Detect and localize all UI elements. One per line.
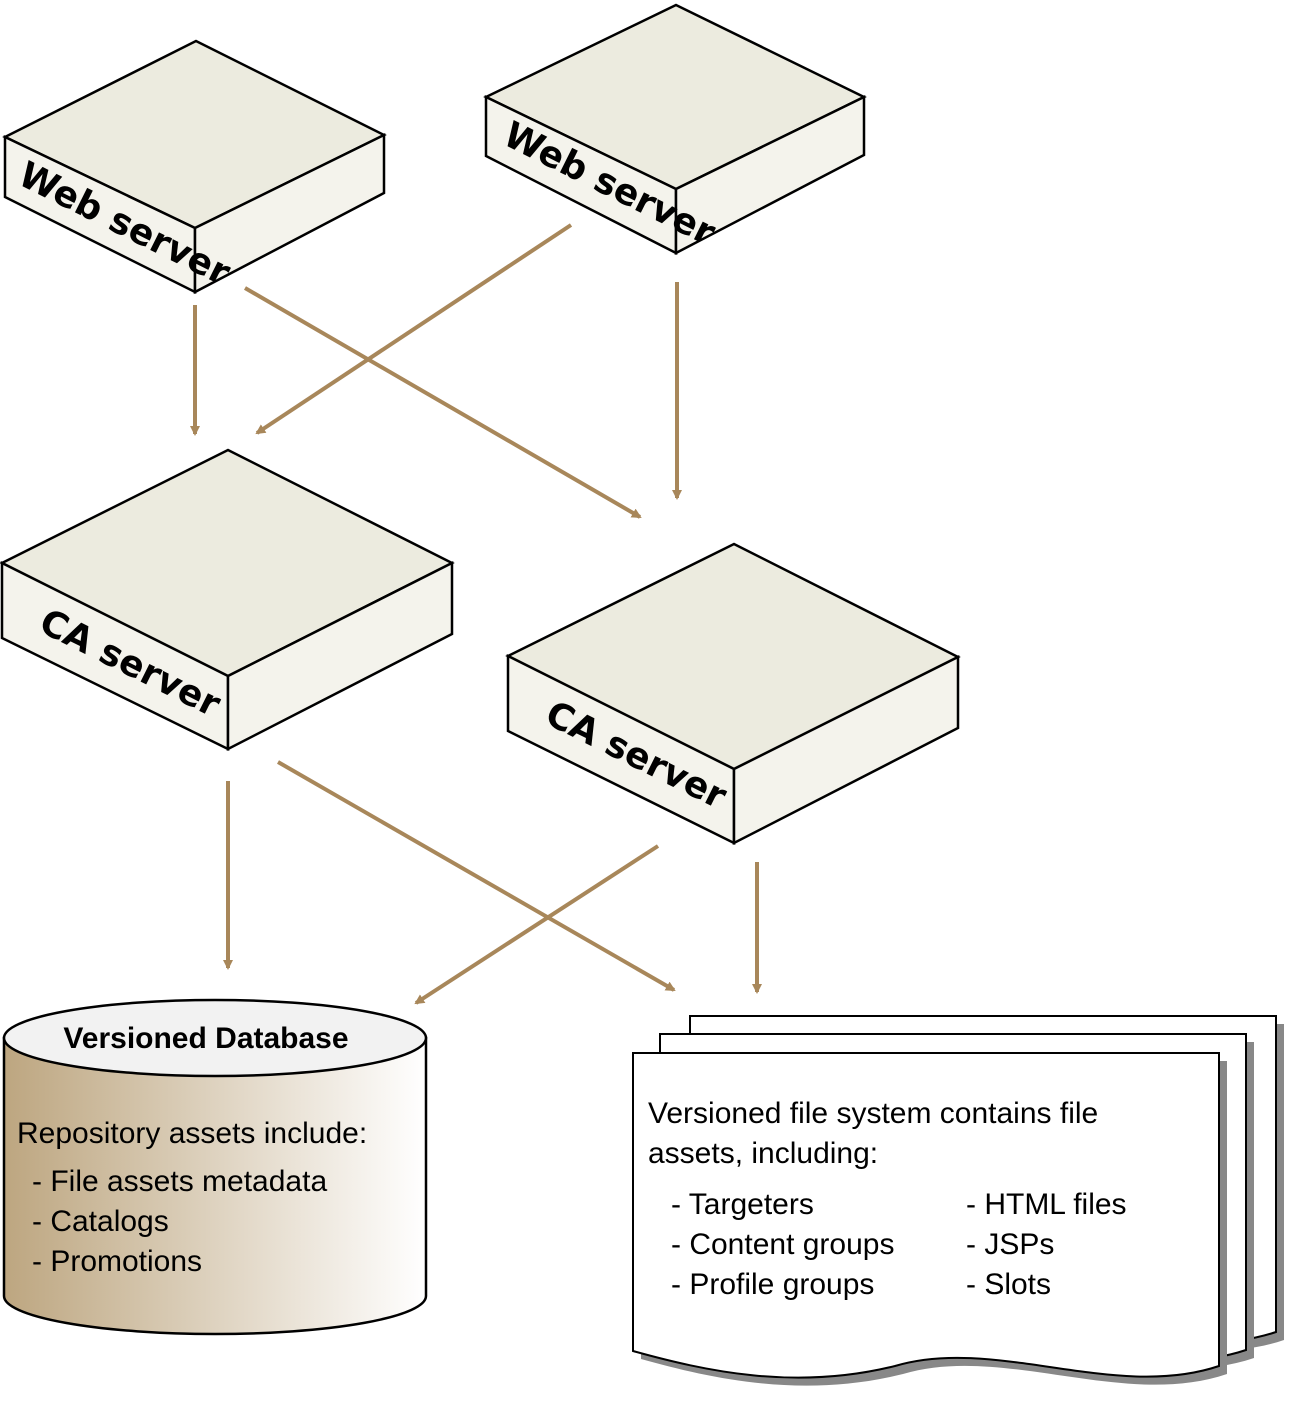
arrow-web-left-to-ca-right (243, 286, 642, 519)
database-title: Versioned Database (63, 1022, 348, 1055)
database-item-1: - File assets metadata (32, 1165, 327, 1198)
arrows (190, 223, 762, 1005)
database-heading: Repository assets include: (17, 1117, 367, 1150)
database-item-2: - Catalogs (32, 1205, 169, 1238)
database-item-3: - Promotions (32, 1245, 202, 1278)
versioned-database: Versioned Database Repository assets inc… (2, 998, 428, 1336)
web-server-right: Web server (483, 3, 867, 256)
ca-server-right: CA server (505, 542, 961, 846)
web-server-left: Web server (2, 39, 387, 295)
file-system-col2-item-2: - JSPs (966, 1228, 1054, 1261)
versioned-file-system: Versioned file system contains file asse… (632, 1015, 1284, 1386)
file-system-col1-item-1: - Targeters (671, 1188, 814, 1221)
file-system-col1-item-2: - Content groups (671, 1228, 894, 1261)
file-system-col2-item-3: - Slots (966, 1268, 1051, 1301)
file-system-line-2: assets, including: (648, 1137, 878, 1170)
arrow-ca-left-to-files (277, 760, 676, 992)
document-page-front (632, 1052, 1227, 1386)
file-system-col2-item-1: - HTML files (966, 1188, 1127, 1221)
file-system-col1-item-3: - Profile groups (671, 1268, 874, 1301)
file-system-line-1: Versioned file system contains file (648, 1097, 1098, 1130)
ca-server-left: CA server (0, 448, 455, 752)
arrow-web-right-to-ca-left (255, 223, 573, 435)
arrow-ca-right-to-database (414, 844, 660, 1005)
